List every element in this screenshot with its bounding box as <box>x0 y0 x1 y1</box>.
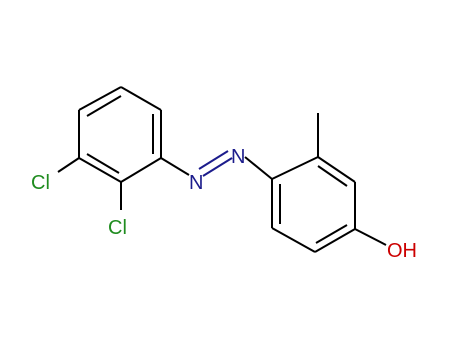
dichlorophenyl-ring <box>57 86 162 210</box>
bond-ring-right <box>317 156 356 183</box>
chlorine-label-top: Cl <box>31 172 50 194</box>
hydroxymethylphenyl-ring <box>271 113 387 253</box>
double-bond-ring-left <box>86 95 122 117</box>
nitrogen-label-left: N <box>189 172 203 194</box>
bond-ring-left <box>120 86 162 111</box>
bond-c-cl <box>57 157 80 173</box>
bond-ring-left <box>78 157 122 183</box>
bond-n-n-double <box>198 150 229 170</box>
nitrogen-label-right: N <box>231 146 245 168</box>
bond-n-n <box>202 157 233 177</box>
bond-n-c <box>244 156 273 180</box>
chlorine-label-bottom: Cl <box>108 217 127 239</box>
hydroxyl-label: OH <box>387 240 417 262</box>
bond-ring-right <box>314 228 356 253</box>
double-bond-ring-left <box>86 153 120 174</box>
bond-ring-left <box>120 157 162 183</box>
azo-linkage <box>160 150 273 180</box>
bond-c-o <box>354 228 387 246</box>
bond-c-n <box>160 157 190 176</box>
double-bond-ring-right <box>315 224 348 244</box>
bond-ring-left <box>78 86 122 111</box>
double-bond-ring-right <box>317 165 348 187</box>
bond-ring-right <box>271 227 316 253</box>
bond-ring-right <box>271 156 319 180</box>
